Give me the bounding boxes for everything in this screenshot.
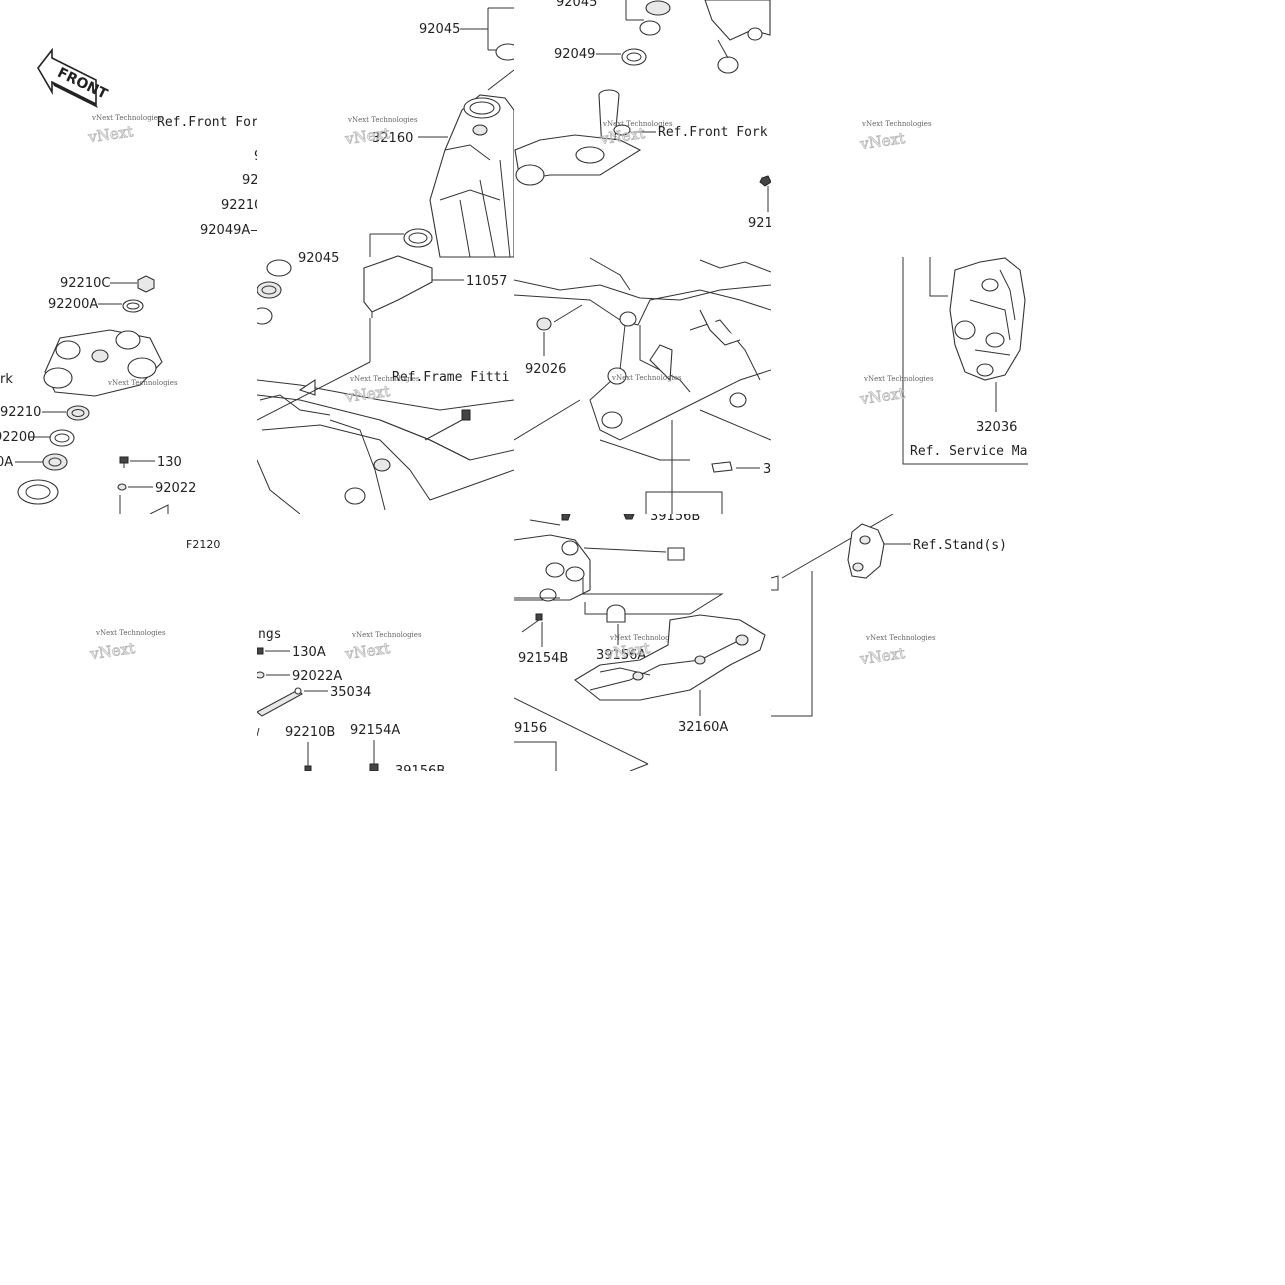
part-label-130a: 130A <box>292 645 326 660</box>
link-35034[interactable] <box>257 687 303 717</box>
watermark-3: vNext Technologies <box>861 120 932 128</box>
plate-11057[interactable] <box>363 255 433 318</box>
stand-bracket[interactable] <box>847 523 885 579</box>
part-label-92049a: 92049A— <box>200 223 263 238</box>
watermark-1: vNext Technologies <box>91 114 162 122</box>
part-label-92022a: 92022A <box>292 669 342 684</box>
bolt-130[interactable] <box>119 456 129 468</box>
fork-bracket-upper[interactable] <box>704 0 771 74</box>
ref-service-manual[interactable]: Ref. Service Ma <box>910 444 1027 459</box>
part-label-92210b: 92210B <box>285 725 335 740</box>
part-label-92200: 92200 <box>0 430 35 445</box>
frame-bolt[interactable] <box>424 409 471 441</box>
watermark-b2: vNext Technologies <box>349 375 420 383</box>
svg-text:vNext: vNext <box>88 639 136 663</box>
part-label-3: 3 <box>763 462 771 477</box>
rear-subframe-left[interactable] <box>514 519 591 602</box>
watermark-c: vNext Technologies <box>602 120 673 128</box>
tile-rear-frame: 39156B 92154B 39156A vNext Technologies <box>514 509 809 771</box>
svg-text:vNext: vNext <box>858 644 906 668</box>
part-label-54: 54 <box>516 472 533 487</box>
svg-text:vNext: vNext <box>343 639 391 663</box>
ref-stands[interactable]: Ref.Stand(s) <box>913 538 1007 553</box>
part-label-92022: 92022 <box>155 481 196 496</box>
tile-bracket: 32036 vNext Technologies Ref. Service Ma <box>863 257 1028 465</box>
part-label-92210: 92210 <box>0 405 41 420</box>
ref-fittings[interactable]: ngs <box>258 627 281 642</box>
part-label-32160: 32160 <box>372 131 413 146</box>
watermark-2: vNext Technologies <box>107 379 178 387</box>
part-label-92210-upper: 92210 <box>221 198 262 213</box>
frame-head-stock[interactable] <box>429 69 514 258</box>
tile-frame-front: 92045 32160 vNext Technologies 92045 <box>257 7 533 514</box>
part-label-35034: 35034 <box>330 685 371 700</box>
front-arrow-icon: FRONT <box>37 47 110 108</box>
part-label-9: 9 <box>254 149 262 164</box>
steering-stem[interactable] <box>514 89 642 186</box>
part-label-32160a: 32160A <box>678 720 728 735</box>
part-label-130: 130 <box>157 455 182 470</box>
tile-stand: Ref.Stand(s) <box>771 514 1007 717</box>
svg-text:vNext: vNext <box>343 382 391 406</box>
svg-text:vNext: vNext <box>86 122 134 146</box>
svg-text:vNext: vNext <box>858 384 906 408</box>
tile-middle-frame: 92026 vNext Technologies 3 <box>514 257 771 514</box>
part-label-39156a: 39156A <box>596 648 646 663</box>
part-label-92154a: 92154A <box>350 723 400 738</box>
watermark-d: vNext Technologies <box>611 374 682 382</box>
part-label-92200a: 92200A <box>48 297 98 312</box>
tile-steering-stem: Ref.Front For 9 92 92210 92049A— 92210C … <box>0 115 263 514</box>
upper-bracket[interactable] <box>43 329 163 397</box>
rear-frame-32160a[interactable] <box>574 614 766 701</box>
part-label-92: 92 <box>242 173 259 188</box>
watermark-5: vNext Technologies <box>865 634 936 642</box>
part-label-9156: 9156 <box>514 721 547 736</box>
part-label-0a: 0A <box>0 455 13 470</box>
part-label-92045-top: 92045 <box>419 22 460 37</box>
part-label-92045-b: 92045 <box>298 251 339 266</box>
part-label-921: 921 <box>748 216 773 231</box>
tile-stem: 92045 92049 vNext Technologies Ref.Front… <box>514 0 773 231</box>
part-label-92154b: 92154B <box>518 651 568 666</box>
tile-lower-left: ngs 130A 92022A 35034 92210B 92154A 3915… <box>257 627 445 779</box>
watermark-g: vNext Technologies <box>609 634 680 642</box>
part-label-32036: 32036 <box>976 420 1017 435</box>
main-frame[interactable] <box>257 378 514 514</box>
bracket-32036[interactable] <box>949 257 1026 381</box>
middle-frame[interactable] <box>514 257 771 461</box>
ref-front-fork-c[interactable]: Ref.Front Fork <box>658 125 768 140</box>
watermark-b: vNext Technologies <box>347 116 418 124</box>
ref-frame-fittings[interactable]: Ref.Frame Fitti <box>392 370 509 385</box>
part-label-39156b-g: 39156B <box>650 509 700 524</box>
part-label-92045-c: 92045 <box>556 0 597 10</box>
watermark-f: vNext Technologies <box>351 631 422 639</box>
figure-id: F2120 <box>186 538 220 551</box>
part-label-92026: 92026 <box>525 362 566 377</box>
watermark-4: vNext Technologies <box>95 629 166 637</box>
ref-front-fork-a[interactable]: Ref.Front For <box>157 115 259 130</box>
part-label-92049: 92049 <box>554 47 595 62</box>
part-label-rk: rk <box>0 372 13 387</box>
nut-92210c[interactable] <box>137 275 155 293</box>
part-label-39156b-f: 39156B <box>395 764 445 779</box>
watermark-e: vNext Technologies <box>863 375 934 383</box>
ref-manual[interactable]: anual <box>770 701 809 716</box>
part-label-11057: 11057 <box>466 274 507 289</box>
svg-text:vNext: vNext <box>858 129 906 153</box>
part-label-92210c: 92210C <box>60 276 110 291</box>
